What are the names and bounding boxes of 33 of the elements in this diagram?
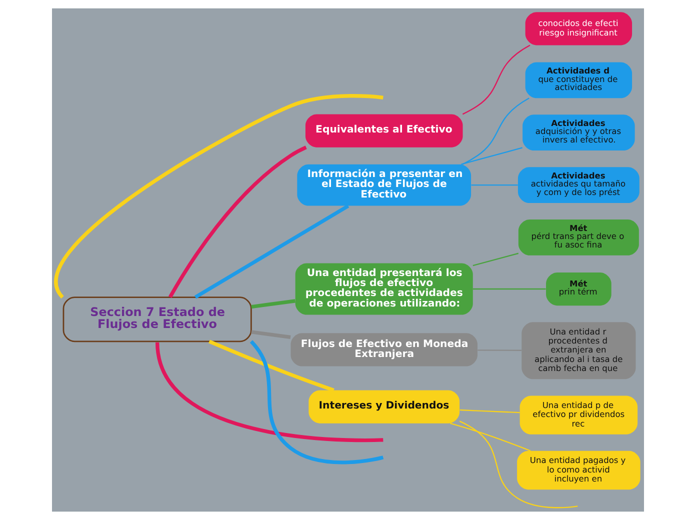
connector xyxy=(208,340,334,392)
node-box: Actividades adquisición y y otras invers al efectivo. xyxy=(522,114,635,151)
node-box: conocidos de efecti riesgo insignificant xyxy=(525,12,632,46)
connector xyxy=(478,350,522,351)
node-box: Una entidad p de efectivo pr dividendos rec xyxy=(520,396,638,434)
node-box: Mét pérd trans part deve o fu asoc fina xyxy=(518,220,639,256)
connector xyxy=(472,288,546,290)
connector xyxy=(251,330,291,340)
connector xyxy=(460,409,520,414)
connector xyxy=(461,147,522,165)
connector xyxy=(462,44,530,115)
connector xyxy=(459,420,578,508)
connector xyxy=(194,204,350,299)
node-box: Intereses y Dividendos xyxy=(308,390,460,424)
node-box: Actividades actividades qu tamaño y com y de los prést xyxy=(518,167,640,203)
node-box: Equivalentes al Efectivo xyxy=(305,114,463,148)
connector xyxy=(251,299,296,309)
node-box: Una entidad r procedentes d extranjera en aplicando al i tasa de camb fecha en que xyxy=(522,322,636,380)
connector xyxy=(471,184,518,186)
connector xyxy=(168,146,307,298)
node-box: Seccion 7 Estado de Flujos de Efectivo xyxy=(62,296,252,342)
connector xyxy=(450,422,531,452)
connector xyxy=(250,340,384,464)
connector xyxy=(472,252,519,266)
connector xyxy=(156,342,384,442)
node-box: Una entidad presentará los flujos de efectivo procedentes de actividades de operaciones utilizando: xyxy=(295,263,473,315)
node-box: Una entidad pagados y lo como activid incluyen en xyxy=(517,450,640,490)
node-box: Información a presentar en el Estado de Flujos de Efectivo xyxy=(297,164,472,206)
connector xyxy=(54,94,384,298)
node-box: Mét prin térm xyxy=(546,272,612,306)
connector xyxy=(462,98,530,165)
node-box: Actividades d que constituyen de actividades xyxy=(525,62,632,98)
node-box: Flujos de Efectivo en Moneda Extranjera xyxy=(290,333,478,366)
